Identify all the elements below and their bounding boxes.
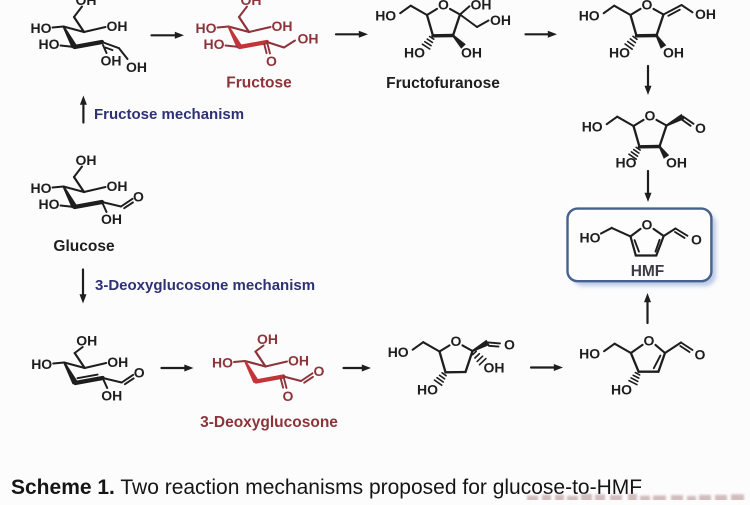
svg-text:3-Deoxyglucosone mechanism: 3-Deoxyglucosone mechanism bbox=[95, 277, 315, 294]
svg-text:HO: HO bbox=[39, 36, 60, 52]
svg-text:OH: OH bbox=[126, 59, 147, 75]
svg-text:Glucose: Glucose bbox=[53, 238, 115, 255]
svg-text:O: O bbox=[438, 0, 449, 13]
svg-text:OH: OH bbox=[663, 45, 684, 61]
svg-text:HO: HO bbox=[404, 45, 425, 61]
svg-text:OH: OH bbox=[298, 31, 319, 47]
svg-text:O: O bbox=[691, 232, 702, 248]
svg-text:OH: OH bbox=[257, 331, 278, 347]
svg-text:HO: HO bbox=[204, 36, 225, 52]
svg-text:HO: HO bbox=[31, 356, 52, 372]
svg-text:OH: OH bbox=[288, 353, 309, 369]
svg-text:HO: HO bbox=[31, 180, 52, 196]
svg-text:OH: OH bbox=[490, 12, 511, 28]
svg-text:O: O bbox=[314, 363, 325, 379]
svg-text:O: O bbox=[644, 333, 655, 349]
svg-text:HO: HO bbox=[580, 230, 601, 246]
svg-text:OH: OH bbox=[76, 152, 97, 168]
svg-text:Fructose mechanism: Fructose mechanism bbox=[94, 106, 244, 123]
svg-text:O: O bbox=[642, 217, 653, 233]
svg-text:HO: HO bbox=[579, 346, 600, 362]
svg-text:OH: OH bbox=[107, 354, 128, 370]
svg-text:O: O bbox=[133, 189, 144, 205]
svg-text:OH: OH bbox=[76, 333, 97, 349]
svg-text:HO: HO bbox=[417, 382, 438, 398]
svg-text:HO: HO bbox=[375, 8, 396, 24]
svg-text:O: O bbox=[504, 337, 515, 353]
svg-text:OH: OH bbox=[101, 388, 122, 404]
svg-text:HO: HO bbox=[31, 20, 52, 36]
svg-text:HO: HO bbox=[611, 382, 632, 398]
svg-text:HO: HO bbox=[609, 45, 630, 61]
svg-text:O: O bbox=[283, 388, 294, 404]
svg-text:HO: HO bbox=[388, 344, 409, 360]
svg-text:OH: OH bbox=[101, 211, 122, 227]
svg-text:HMF: HMF bbox=[631, 263, 665, 280]
svg-text:HO: HO bbox=[212, 355, 233, 371]
svg-text:O: O bbox=[134, 365, 145, 381]
svg-text:OH: OH bbox=[461, 45, 482, 61]
svg-text:OH: OH bbox=[272, 18, 293, 34]
svg-text:OH: OH bbox=[107, 18, 128, 34]
svg-text:OH: OH bbox=[471, 0, 492, 13]
svg-text:O: O bbox=[695, 120, 706, 136]
svg-text:O: O bbox=[451, 333, 462, 349]
svg-text:OH: OH bbox=[241, 0, 262, 8]
svg-text:OH: OH bbox=[666, 155, 687, 171]
svg-text:O: O bbox=[695, 347, 706, 363]
svg-text:Fructofuranose: Fructofuranose bbox=[386, 75, 500, 92]
svg-text:HO: HO bbox=[39, 196, 60, 212]
svg-text:OH: OH bbox=[484, 360, 505, 376]
svg-text:HO: HO bbox=[616, 155, 637, 171]
svg-text:HO: HO bbox=[579, 8, 600, 24]
svg-text:O: O bbox=[266, 53, 277, 69]
svg-text:HO: HO bbox=[196, 20, 217, 36]
svg-text:3-Deoxyglucosone: 3-Deoxyglucosone bbox=[200, 414, 338, 431]
svg-text:OH: OH bbox=[76, 0, 97, 8]
svg-text:OH: OH bbox=[101, 53, 122, 69]
svg-text:Fructose: Fructose bbox=[226, 75, 292, 92]
svg-text:HO: HO bbox=[582, 119, 603, 135]
svg-text:O: O bbox=[642, 0, 653, 13]
svg-text:OH: OH bbox=[107, 178, 128, 194]
svg-text:OH: OH bbox=[695, 6, 716, 22]
svg-text:O: O bbox=[645, 108, 656, 124]
